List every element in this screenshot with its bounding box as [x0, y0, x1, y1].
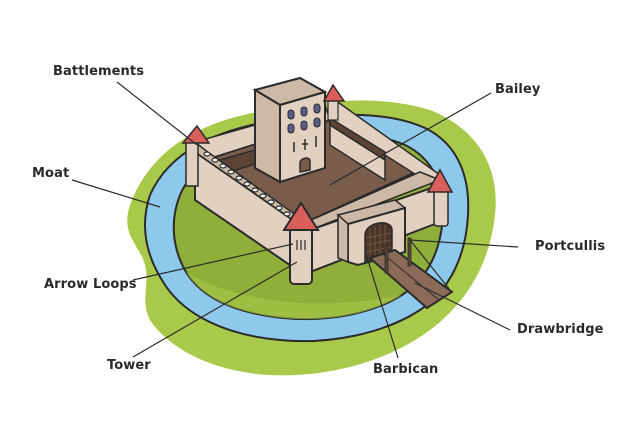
label-bailey: Bailey [495, 82, 541, 97]
label-barbican: Barbican [373, 362, 439, 377]
right-tower [426, 168, 454, 227]
label-portcullis: Portcullis [535, 239, 606, 254]
label-arrow-loops: Arrow Loops [44, 277, 137, 292]
right-back-tower [322, 83, 346, 121]
drawbridge-shape [368, 237, 454, 310]
front-tower [282, 201, 320, 285]
label-moat: Moat [32, 166, 70, 181]
label-battlements: Battlements [53, 64, 145, 79]
label-tower: Tower [107, 358, 151, 373]
keep [252, 76, 328, 184]
battlements-chain [203, 151, 291, 217]
leader-lines [71, 81, 519, 359]
label-drawbridge: Drawbridge [517, 322, 604, 337]
